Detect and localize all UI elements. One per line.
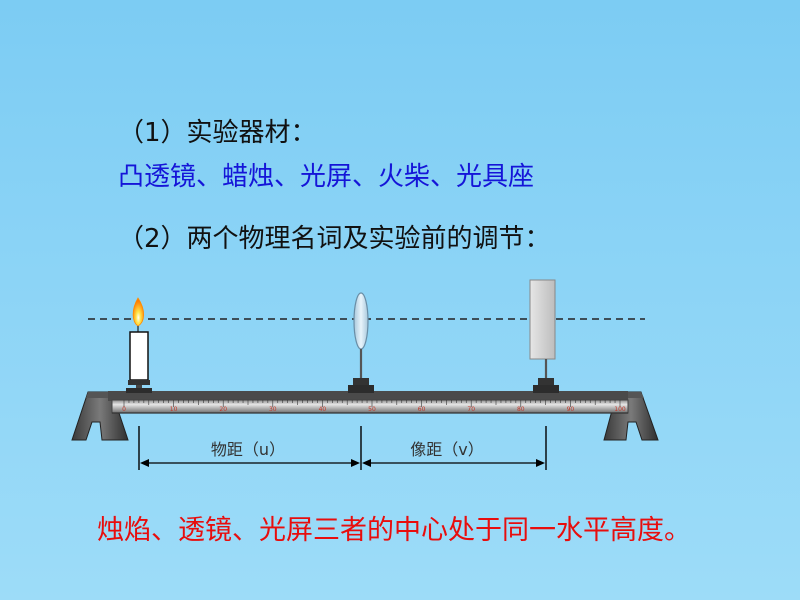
equipment-list: 凸透镜、蜡烛、光屏、火柴、光具座 — [118, 162, 535, 192]
object-distance-label: 物距（u） — [211, 440, 285, 459]
ruler-tick-label: 50 — [368, 406, 376, 413]
ruler-ticks — [123, 400, 621, 407]
ruler-tick-label: 90 — [567, 406, 575, 413]
candle-flame — [132, 297, 145, 327]
ruler-tick-label: 60 — [418, 406, 426, 413]
ruler-tick-label: 70 — [467, 406, 475, 413]
ruler-tick-labels: 0 10 20 30 40 50 60 70 80 90 100 — [122, 406, 626, 413]
image-distance-label: 像距（v） — [410, 440, 483, 459]
section2-heading: （2）两个物理名词及实验前的调节： — [118, 224, 551, 254]
conclusion-text: 烛焰、透镜、光屏三者的中心处于同一水平高度。 — [97, 515, 691, 546]
ruler-tick-label: 80 — [517, 406, 525, 413]
ruler-tick-label: 30 — [269, 406, 277, 413]
optical-bench-rail — [108, 391, 629, 414]
convex-lens — [348, 292, 374, 393]
candle-body — [129, 331, 149, 381]
image-distance-bracket — [362, 426, 547, 470]
candle — [126, 297, 152, 393]
ruler-tick-label: 20 — [219, 406, 227, 413]
light-screen — [529, 279, 559, 393]
ruler-tick-label: 40 — [319, 406, 327, 413]
ruler-tick-label: 0 — [122, 406, 126, 413]
ruler-tick-label: 100 — [614, 406, 626, 413]
ruler-tick-label: 10 — [170, 406, 178, 413]
object-distance-bracket — [138, 426, 362, 470]
section1-heading: （1）实验器材： — [118, 118, 317, 148]
